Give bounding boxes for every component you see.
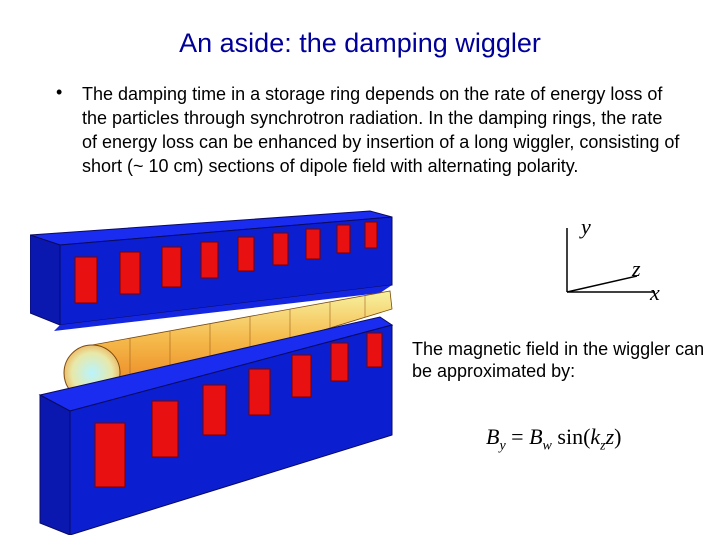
field-equation: By = Bw sin(kzz) xyxy=(486,424,622,454)
eq-w-sub: w xyxy=(542,438,552,454)
bullet-marker: • xyxy=(56,82,63,102)
z-axis-label: z xyxy=(632,256,641,281)
eq-equals: = xyxy=(505,424,530,449)
wiggler-illustration xyxy=(30,210,394,535)
x-axis-label: x xyxy=(650,280,660,305)
slide-title: An aside: the damping wiggler xyxy=(179,28,541,58)
eq-k: k xyxy=(590,424,601,449)
upper-pole-pieces xyxy=(74,221,378,304)
eq-z-sub: z xyxy=(600,438,606,454)
coordinate-axes xyxy=(566,228,655,293)
eq-y-sub: y xyxy=(499,438,506,454)
field-caption: The magnetic field in the wiggler can be… xyxy=(412,339,705,381)
eq-Bw: B xyxy=(529,424,543,449)
eq-z: z xyxy=(605,424,615,449)
lower-pole-pieces xyxy=(94,332,383,488)
eq-sin: sin( xyxy=(551,424,591,449)
bullet-text: The damping time in a storage ring depen… xyxy=(82,84,680,176)
y-axis-label: y xyxy=(581,214,591,239)
eq-B: B xyxy=(486,424,500,449)
eq-close: ) xyxy=(614,424,622,449)
